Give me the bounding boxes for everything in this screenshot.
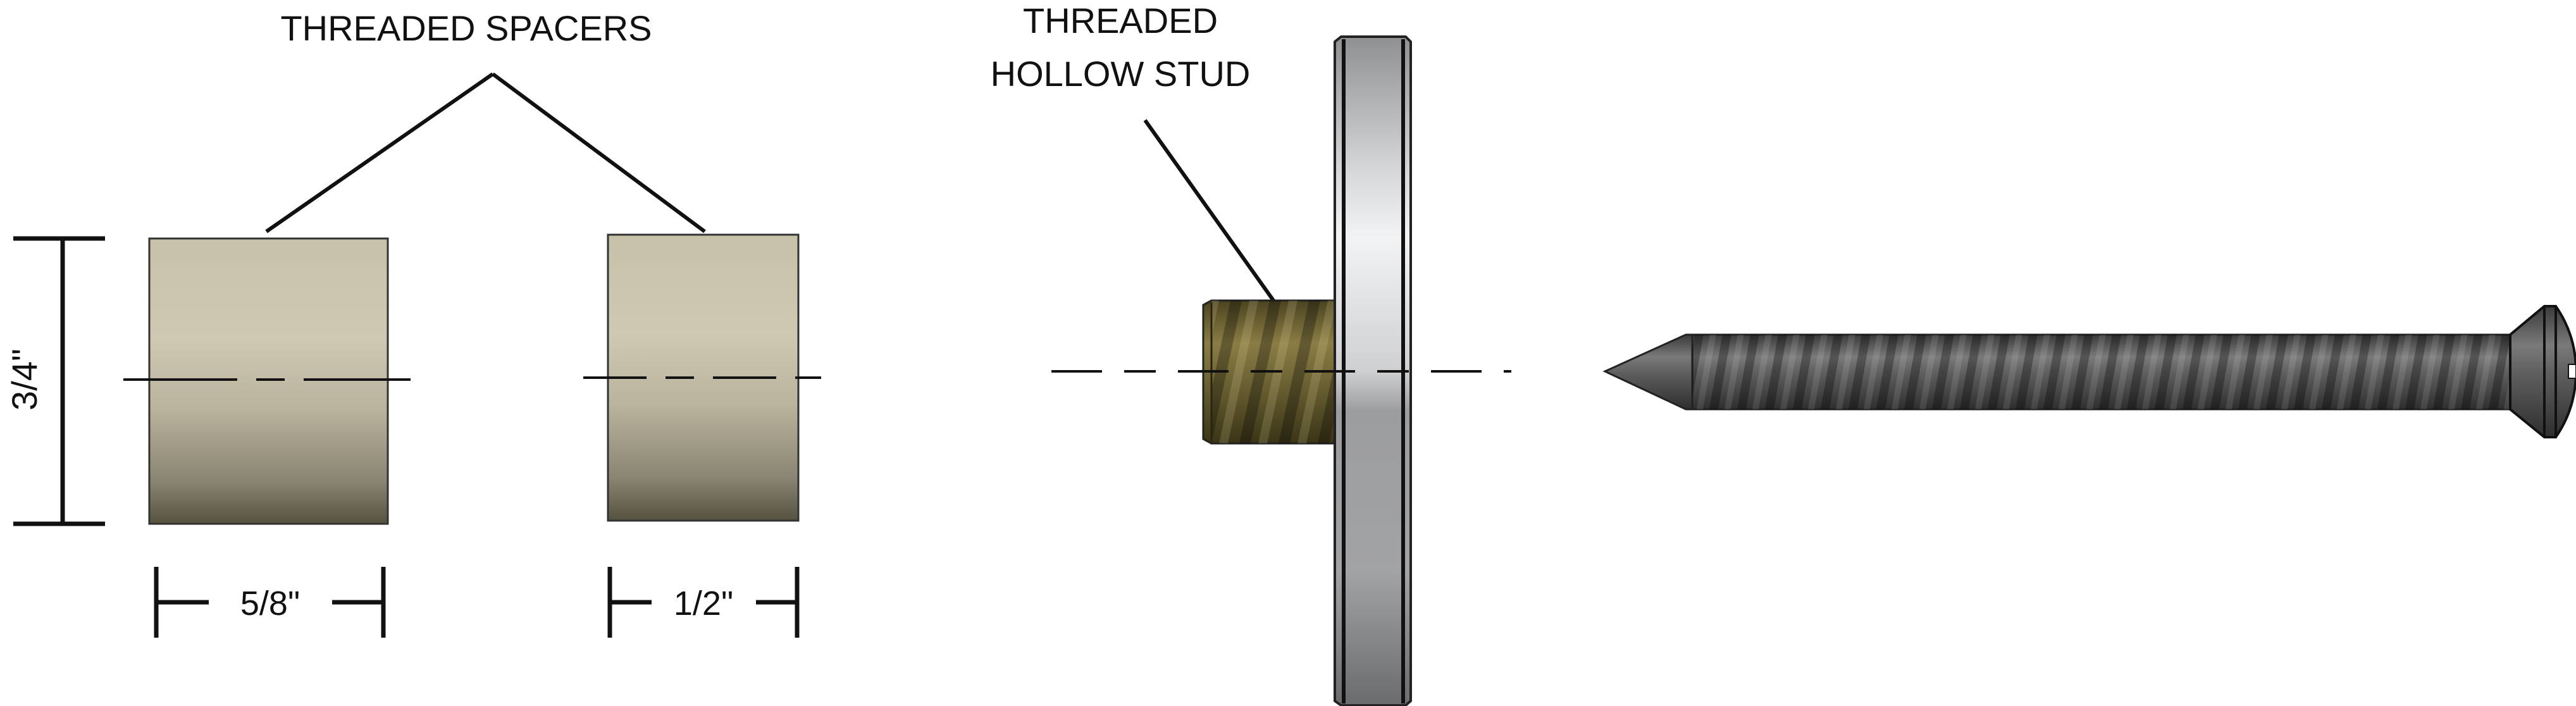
small-spacer-width-label: 1/2" xyxy=(674,585,733,622)
screw-slot xyxy=(2568,364,2576,379)
spacer-leader-lines xyxy=(265,72,706,233)
height-dimension xyxy=(13,236,105,526)
large-spacer-width-dimension xyxy=(154,567,386,638)
large-threaded-spacer xyxy=(148,237,389,525)
threaded-hollow-stud-label-line2: HOLLOW STUD xyxy=(991,54,1251,94)
stud-leader-line xyxy=(1143,119,1275,302)
threaded-hollow-stud-label-line1: THREADED xyxy=(1023,1,1218,40)
screw xyxy=(1602,305,2576,438)
small-spacer-width-dimension xyxy=(607,567,800,638)
height-dimension-label: 3/4" xyxy=(4,349,44,411)
threaded-spacers-label: THREADED SPACERS xyxy=(280,8,652,48)
large-spacer-width-label: 5/8" xyxy=(240,585,300,622)
